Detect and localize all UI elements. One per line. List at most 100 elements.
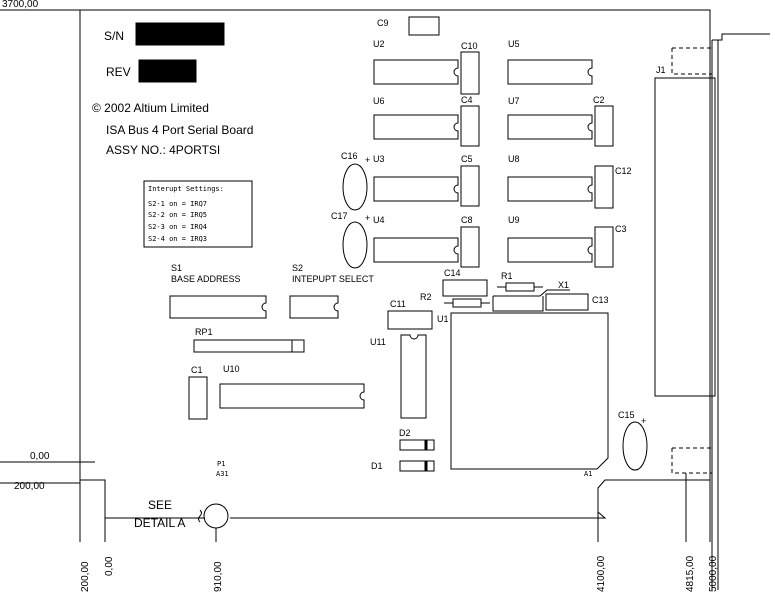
rev-label: REV bbox=[106, 65, 131, 79]
c2-body bbox=[594, 105, 614, 147]
s1-label: S1 bbox=[171, 263, 182, 273]
c8-label: C8 bbox=[461, 215, 473, 225]
d1-body bbox=[399, 460, 435, 472]
a31-label: A31 bbox=[216, 470, 229, 478]
c14-body bbox=[442, 279, 488, 297]
u9-label: U9 bbox=[508, 215, 520, 225]
d2-body bbox=[399, 439, 435, 451]
assy-text: ASSY NO.: 4PORTSI bbox=[106, 143, 220, 157]
c11-body bbox=[387, 310, 433, 330]
u3-body bbox=[373, 176, 459, 202]
interrupt-line: S2-1 on = IRQ7 bbox=[148, 200, 207, 208]
u6-body bbox=[373, 114, 459, 140]
c2-label: C2 bbox=[593, 95, 605, 105]
x1-body bbox=[492, 289, 570, 312]
detail-a-squiggle bbox=[198, 509, 202, 523]
c1-label: C1 bbox=[191, 365, 203, 375]
c14-label: C14 bbox=[444, 268, 461, 278]
c15-polarity: + bbox=[641, 416, 646, 426]
c13-body bbox=[545, 293, 589, 311]
rp1-body bbox=[193, 339, 305, 353]
j1-top-mount bbox=[671, 47, 712, 75]
p1-label: P1 bbox=[217, 460, 225, 468]
j1-label: J1 bbox=[656, 65, 666, 75]
u4-label: U4 bbox=[373, 215, 385, 225]
c1-body bbox=[188, 376, 208, 420]
dim-x-5000: 5000,00 bbox=[708, 555, 719, 592]
sn-field bbox=[135, 22, 225, 46]
r1-body bbox=[505, 282, 535, 292]
c8-body bbox=[460, 226, 480, 268]
u1-body bbox=[450, 312, 609, 470]
s1-desc: BASE ADDRESS bbox=[171, 274, 241, 284]
c11-label: C11 bbox=[390, 299, 406, 309]
u7-label: U7 bbox=[508, 96, 520, 106]
c16-polarity: + bbox=[365, 155, 370, 165]
u10-label: U10 bbox=[223, 364, 240, 374]
c15-label: C15 bbox=[618, 410, 635, 420]
x1-label: X1 bbox=[558, 280, 569, 290]
u3-label: U3 bbox=[373, 154, 385, 164]
interrupt-line: S2-2 on = IRQ5 bbox=[148, 211, 207, 219]
c12-body bbox=[594, 165, 614, 209]
dim-x-4815: 4815,00 bbox=[685, 555, 696, 592]
c5-label: C5 bbox=[461, 154, 473, 164]
dim-y-200: 200,00 bbox=[14, 481, 45, 492]
u5-body bbox=[507, 59, 593, 85]
dim-x-200: 200,00 bbox=[80, 561, 91, 592]
u4-body bbox=[373, 237, 459, 263]
rev-field bbox=[138, 59, 197, 83]
c9-label: C9 bbox=[377, 18, 389, 28]
interrupt-settings-box bbox=[143, 180, 253, 248]
dim-x-4100: 4100,00 bbox=[596, 555, 607, 592]
d1-label: D1 bbox=[371, 461, 383, 471]
u8-body bbox=[507, 176, 593, 202]
dim-y-3700: 3700,00 bbox=[2, 0, 39, 10]
board-name-text: ISA Bus 4 Port Serial Board bbox=[106, 123, 253, 137]
s1-body bbox=[169, 295, 267, 319]
u1-label: U1 bbox=[437, 314, 449, 324]
u9-body bbox=[507, 237, 593, 263]
j1-body bbox=[654, 77, 716, 397]
r2-body bbox=[452, 298, 482, 308]
detail-a-text: DETAIL A bbox=[134, 516, 185, 530]
u2-label: U2 bbox=[373, 39, 385, 49]
c9-body bbox=[408, 16, 440, 36]
u10-body bbox=[219, 383, 365, 409]
a1-label: A1 bbox=[584, 470, 592, 478]
interrupt-title: Interupt Settings: bbox=[148, 185, 224, 193]
u5-label: U5 bbox=[508, 39, 520, 49]
c17-label: C17 bbox=[331, 211, 348, 221]
interrupt-line: S2-3 on = IRQ4 bbox=[148, 223, 207, 231]
u11-label: U11 bbox=[370, 337, 386, 347]
detail-see-text: SEE bbox=[148, 498, 172, 512]
c3-label: C3 bbox=[615, 224, 627, 234]
rp1-label: RP1 bbox=[195, 327, 213, 337]
c5-body bbox=[460, 165, 480, 207]
c16-body bbox=[342, 163, 368, 211]
c17-polarity: + bbox=[365, 213, 370, 223]
j1-bottom-mount bbox=[671, 447, 712, 474]
c15-body bbox=[622, 421, 648, 471]
u11-body bbox=[400, 334, 427, 419]
r1-label: R1 bbox=[501, 271, 513, 281]
board-outline bbox=[79, 9, 711, 519]
u8-label: U8 bbox=[508, 154, 520, 164]
dim-x-0: 0,00 bbox=[104, 556, 115, 576]
u2-body bbox=[373, 59, 459, 85]
u6-label: U6 bbox=[373, 96, 385, 106]
c10-body bbox=[460, 51, 480, 95]
s2-body bbox=[289, 295, 339, 319]
dim-x-910: 910,00 bbox=[213, 561, 224, 592]
r2-label: R2 bbox=[420, 292, 432, 302]
copyright-text: © 2002 Altium Limited bbox=[92, 101, 209, 115]
mounting-bracket bbox=[711, 33, 770, 590]
c13-label: C13 bbox=[592, 295, 609, 305]
detail-a-marker bbox=[203, 503, 229, 529]
s2-label: S2 bbox=[292, 263, 303, 273]
sn-label: S/N bbox=[104, 29, 124, 43]
c17-body bbox=[342, 221, 368, 269]
u7-body bbox=[507, 114, 593, 140]
c4-label: C4 bbox=[461, 95, 473, 105]
